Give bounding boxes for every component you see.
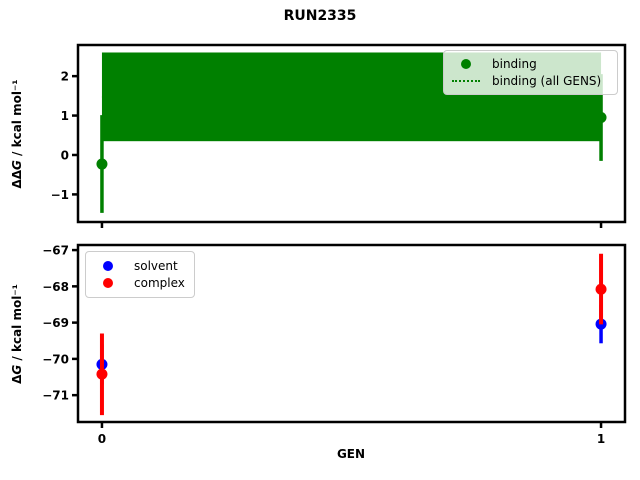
legend-item-binding-all-gens: binding (all GENS) bbox=[452, 73, 607, 89]
binding-marker bbox=[595, 112, 607, 124]
y-tick-label: −1 bbox=[51, 188, 69, 202]
complex-marker-icon bbox=[103, 278, 113, 289]
complex-marker bbox=[96, 368, 108, 380]
legend-binding: binding binding (all GENS) bbox=[443, 50, 618, 95]
legend-handle bbox=[94, 260, 122, 271]
bottom-y-axis-label-units: / kcal mol⁻¹ bbox=[10, 284, 24, 365]
top-y-axis-label-units: / kcal mol⁻¹ bbox=[10, 79, 24, 161]
subplot-dg: 0 1 −67 −68 −69 −70 −71 bbox=[42, 243, 627, 446]
top-y-axis-label-symbol: G bbox=[10, 160, 24, 170]
legend-handle bbox=[94, 278, 122, 289]
bottom-y-axis-label: ΔG / kcal mol⁻¹ bbox=[10, 284, 24, 384]
binding-marker bbox=[96, 158, 108, 170]
binding-all-gens-line-icon bbox=[452, 79, 480, 82]
bottom-y-axis-label-symbol: G bbox=[10, 364, 24, 375]
y-tick-label: −67 bbox=[42, 244, 69, 258]
top-y-axis-label: ΔΔG / kcal mol⁻¹ bbox=[10, 79, 24, 188]
legend-solvent-complex: solvent complex bbox=[85, 251, 195, 298]
legend-handle bbox=[452, 79, 480, 82]
legend-item-complex: complex bbox=[94, 275, 185, 291]
y-tick-label: 1 bbox=[61, 109, 69, 123]
top-y-axis-label-prefix: ΔΔ bbox=[10, 169, 24, 189]
y-tick-label: 2 bbox=[61, 70, 69, 84]
legend-item-solvent: solvent bbox=[94, 258, 184, 274]
axes-spines bbox=[76, 43, 627, 224]
y-tick-label: −71 bbox=[42, 389, 69, 403]
legend-label-solvent: solvent bbox=[134, 258, 178, 273]
legend-label-binding-all-gens: binding (all GENS) bbox=[492, 73, 602, 88]
y-tick-label: −69 bbox=[42, 316, 69, 330]
axes-spines bbox=[76, 243, 627, 424]
bottom-y-axis-label-prefix: Δ bbox=[10, 374, 24, 384]
solvent-marker-icon bbox=[103, 260, 113, 271]
figure-title: RUN2335 bbox=[283, 8, 357, 24]
binding-marker-icon bbox=[461, 59, 471, 70]
legend-label-complex: complex bbox=[134, 276, 185, 291]
legend-label-binding: binding bbox=[492, 57, 537, 72]
x-tick-label: 1 bbox=[597, 432, 605, 446]
x-axis-label: GEN bbox=[336, 447, 366, 461]
legend-handle bbox=[452, 59, 480, 70]
x-tick-label: 0 bbox=[98, 432, 106, 446]
y-tick-label: 0 bbox=[61, 148, 69, 162]
y-tick-label: −68 bbox=[42, 280, 69, 294]
complex-marker bbox=[595, 283, 607, 295]
y-tick-label: −70 bbox=[42, 352, 69, 366]
legend-item-binding: binding bbox=[452, 56, 607, 72]
